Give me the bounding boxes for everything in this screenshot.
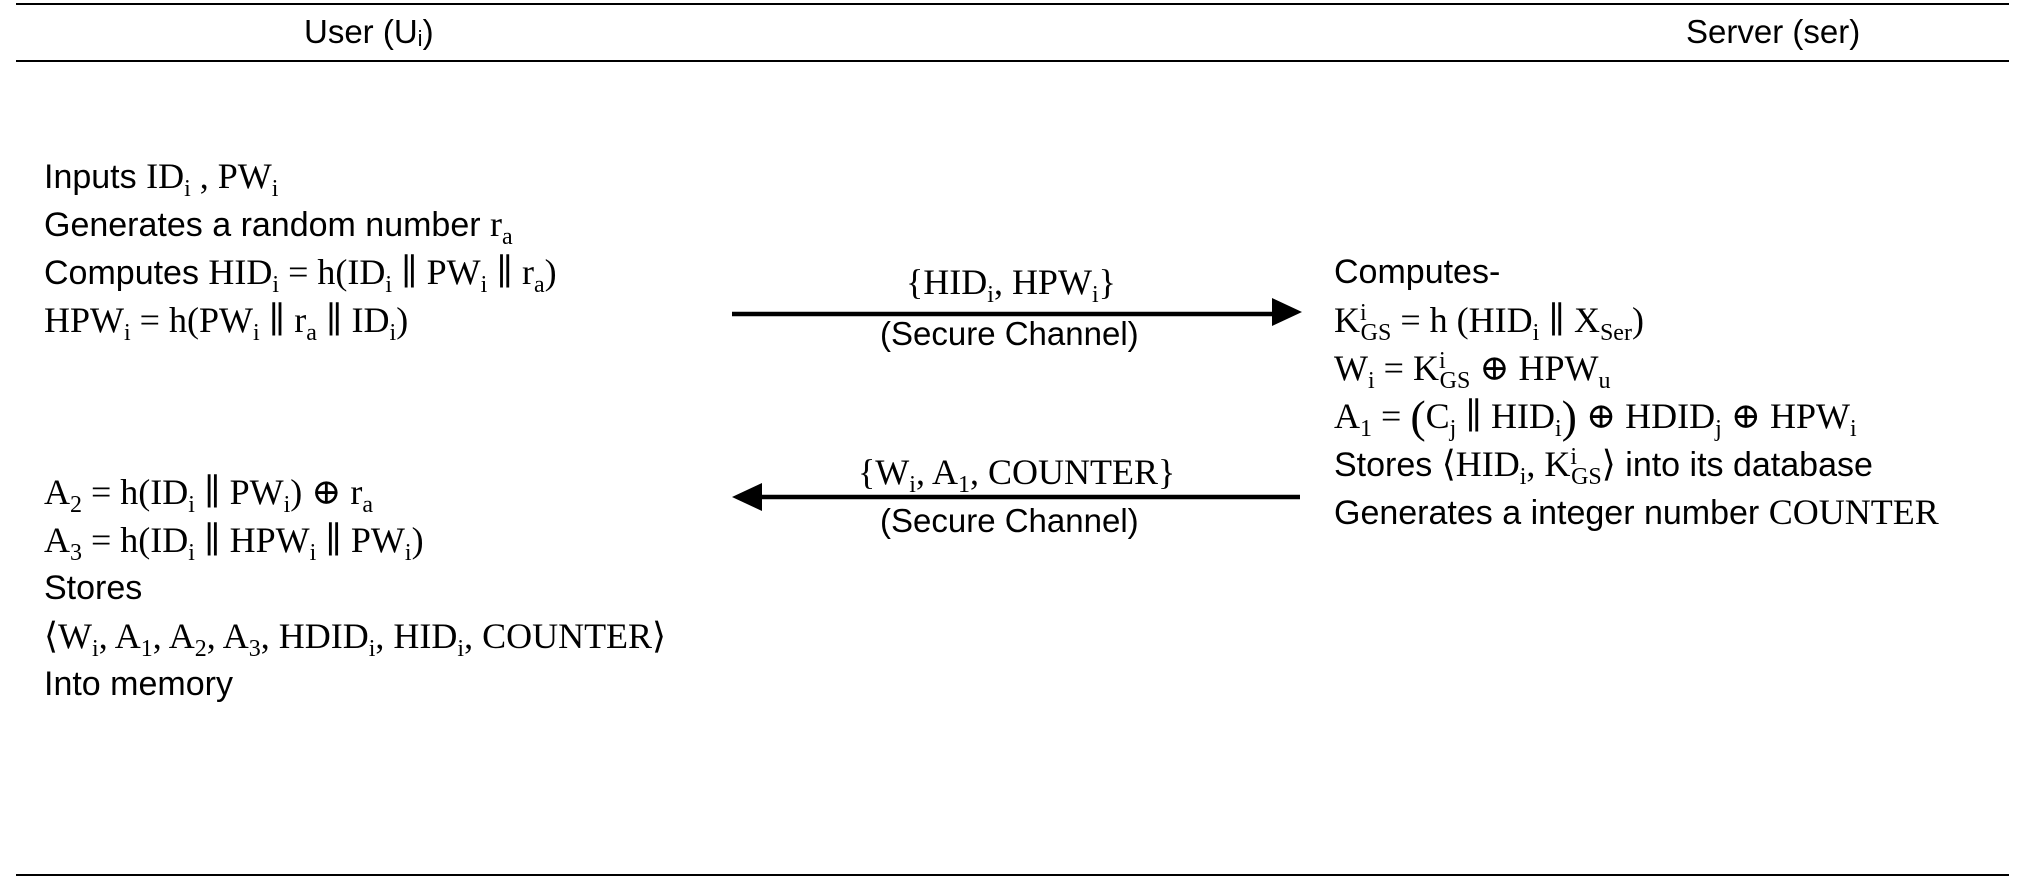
user-column-header: User (Ui) xyxy=(304,13,434,51)
server-column-header: Server (ser) xyxy=(1686,13,1861,50)
message-1-label: {HIDi, HPWi} xyxy=(906,262,1116,308)
user-step-compute-hpw: HPWi = h(PWi ∥ ra ∥ IDi) xyxy=(44,300,409,346)
user-registration-steps: Inputs IDi , PWi Generates a random numb… xyxy=(44,152,557,346)
server-step-generate-counter: Generates a integer number COUNTER xyxy=(1334,492,1939,532)
bottom-rule xyxy=(16,874,2009,876)
arrow-server-to-user xyxy=(732,483,1300,511)
user-step-compute-a3: A3 = h(IDi ∥ HPWi ∥ PWi) xyxy=(44,520,424,566)
message-1-channel: (Secure Channel) xyxy=(880,315,1139,352)
user-step-stores: Stores xyxy=(44,569,143,607)
server-step-compute-w: Wi = KiGS ⊕ HPWu xyxy=(1334,348,1611,394)
message-2-label: {Wi, A1, COUNTER} xyxy=(858,452,1176,498)
user-step-stored-tuple: ⟨Wi, A1, A2, A3, HDIDi, HIDi, COUNTER⟩ xyxy=(44,616,667,662)
message-2-channel: (Secure Channel) xyxy=(880,502,1139,539)
server-registration-steps: Computes- KiGS = h (HIDi ∥ XSer) Wi = Ki… xyxy=(1334,248,1939,536)
server-step-compute-k: KiGS = h (HIDi ∥ XSer) xyxy=(1334,300,1644,346)
server-step-compute-a1: A1 = (Cj ∥ HIDi) ⊕ HDIDj ⊕ HPWi xyxy=(1334,391,1857,442)
user-step-inputs: Inputs IDi , PWi xyxy=(44,156,279,202)
user-step-random: Generates a random number ra xyxy=(44,204,513,250)
user-step-compute-hid: Computes HIDi = h(IDi ∥ PWi ∥ ra) xyxy=(44,252,557,298)
top-rule xyxy=(16,3,2009,5)
server-step-store-database: Stores ⟨HIDi, KiGS⟩ into its database xyxy=(1334,444,1873,490)
server-step-computes: Computes- xyxy=(1334,253,1501,291)
user-storage-steps: A2 = h(IDi ∥ PWi) ⊕ ra A3 = h(IDi ∥ HPWi… xyxy=(44,468,666,708)
user-step-into-memory: Into memory xyxy=(44,665,233,703)
arrow-user-to-server xyxy=(732,298,1302,326)
user-step-compute-a2: A2 = h(IDi ∥ PWi) ⊕ ra xyxy=(44,472,374,518)
header-rule xyxy=(16,60,2009,62)
